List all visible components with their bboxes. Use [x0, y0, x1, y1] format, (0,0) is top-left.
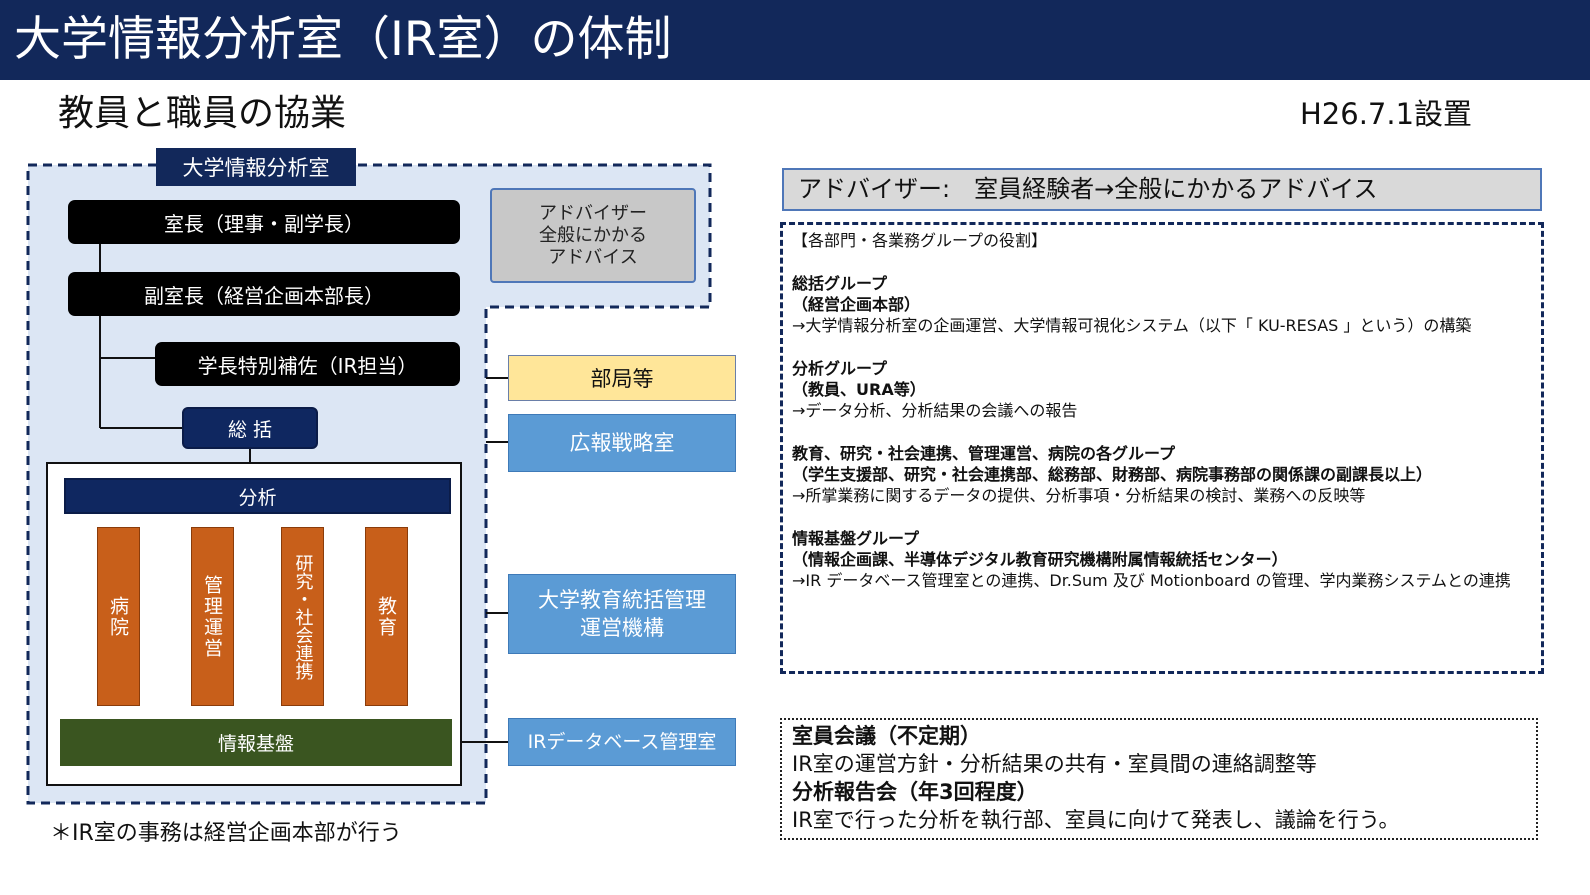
org-frame-title: 大学情報分析室 — [156, 148, 356, 186]
role-infrastructure-group: 情報基盤グループ （情報企画課、半導体デジタル教育研究機構附属情報統括センター）… — [792, 528, 1537, 591]
column-research: 研究・社会連携 — [281, 527, 324, 706]
general-box: 総 括 — [182, 407, 318, 449]
header-bar — [0, 0, 1590, 80]
role-name: 総括グループ — [792, 274, 888, 293]
role-desc: →所掌業務に関するデータの提供、分析事項・分析結果の検討、業務への反映等 — [792, 486, 1366, 505]
analysis-bar: 分析 — [64, 478, 451, 514]
meeting2-desc: IR室で行った分析を執行部、室員に向けて発表し、議論を行う。 — [792, 808, 1400, 832]
vice-director-box: 副室長（経営企画本部長） — [68, 272, 460, 316]
page-title: 大学情報分析室（IR室）の体制 — [14, 12, 672, 67]
advisor-line1: アドバイザー — [539, 202, 647, 224]
roles-box — [780, 222, 1544, 674]
director-box: 室長（理事・副学長） — [68, 200, 460, 244]
role-name: 教育、研究・社会連携、管理運営、病院の各グループ — [792, 444, 1176, 463]
education-org-line1: 大学教育統括管理 — [538, 588, 706, 612]
meeting-content: 室員会議（不定期） IR室の運営方針・分析結果の共有・室員間の連絡調整等 分析報… — [792, 722, 1532, 834]
subtitle: 教員と職員の協業 — [58, 93, 347, 134]
advisor-line2: 全般にかかる — [539, 224, 647, 246]
established-date: H26.7.1設置 — [1300, 97, 1473, 131]
role-department-groups: 教育、研究・社会連携、管理運営、病院の各グループ （学生支援部、研究・社会連携部… — [792, 443, 1537, 506]
role-desc: →データ分析、分析結果の会議への報告 — [792, 401, 1078, 420]
role-name: 分析グループ — [792, 359, 888, 378]
advisor-box: アドバイザー 全般にかかる アドバイス — [490, 188, 696, 283]
column-education: 教育 — [365, 527, 408, 706]
advisor-header: アドバイザー: 室員経験者→全般にかかるアドバイス — [782, 168, 1542, 211]
role-member: （学生支援部、研究・社会連携部、総務部、財務部、病院事務部の関係課の副課長以上） — [792, 465, 1433, 484]
bukyoku-box: 部局等 — [508, 355, 736, 401]
education-org-line2: 運営機構 — [580, 616, 664, 640]
footnote: ＊IR室の事務は経営企画本部が行う — [50, 821, 402, 846]
irdb-office-box: IRデータベース管理室 — [508, 718, 736, 766]
meeting2-title: 分析報告会（年3回程度） — [792, 780, 1038, 804]
role-desc: →IR データベース管理室との連携、Dr.Sum 及び Motionboard … — [792, 571, 1511, 590]
roles-content: 【各部門・各業務グループの役割】 総括グループ （経営企画本部） →大学情報分析… — [792, 230, 1537, 591]
role-analysis-group: 分析グループ （教員、URA等） →データ分析、分析結果の会議への報告 — [792, 358, 1537, 421]
column-management: 管理運営 — [191, 527, 234, 706]
education-org-box: 大学教育統括管理 運営機構 — [508, 574, 736, 654]
pr-office-box: 広報戦略室 — [508, 414, 736, 472]
meeting1-title: 室員会議（不定期） — [792, 724, 981, 748]
role-member: （教員、URA等） — [792, 380, 926, 399]
infrastructure-bar: 情報基盤 — [60, 719, 452, 766]
special-aide-box: 学長特別補佐（IR担当） — [155, 342, 460, 386]
role-member: （経営企画本部） — [792, 295, 921, 314]
meeting1-desc: IR室の運営方針・分析結果の共有・室員間の連絡調整等 — [792, 752, 1317, 776]
role-desc: →大学情報分析室の企画運営、大学情報可視化システム（以下「 KU-RESAS 」… — [792, 316, 1472, 335]
meeting-box — [780, 718, 1538, 840]
role-general-group: 総括グループ （経営企画本部） →大学情報分析室の企画運営、大学情報可視化システ… — [792, 273, 1537, 336]
advisor-line3: アドバイス — [548, 246, 638, 268]
column-hospital: 病院 — [97, 527, 140, 706]
roles-title: 【各部門・各業務グループの役割】 — [792, 231, 1048, 250]
role-member: （情報企画課、半導体デジタル教育研究機構附属情報統括センター） — [792, 550, 1288, 569]
role-name: 情報基盤グループ — [792, 529, 920, 548]
